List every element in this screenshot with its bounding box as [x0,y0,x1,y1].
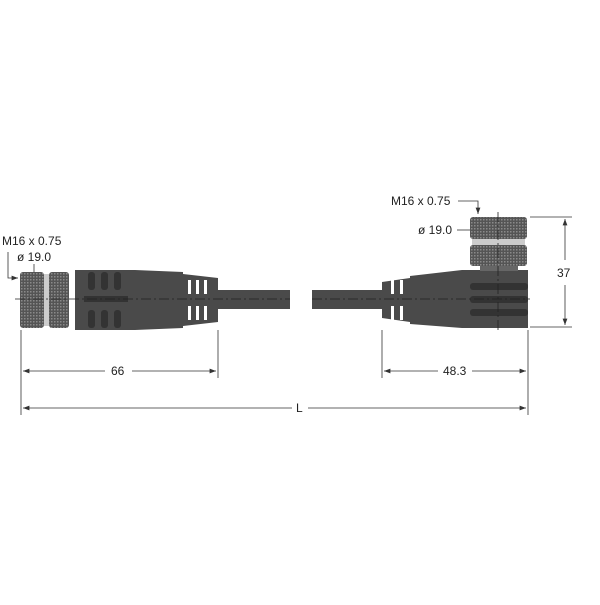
left-diameter-label: ø 19.0 [17,250,51,264]
dimension-lines [7,200,572,415]
right-diameter-label: ø 19.0 [418,223,452,237]
right-height-label: 37 [557,266,571,280]
angled-connector [312,212,530,332]
left-length-label: 66 [111,364,125,378]
straight-connector [15,270,290,330]
left-thread-label: M16 x 0.75 [2,234,62,248]
overall-length-label: L [296,401,303,415]
right-length-label: 48.3 [443,364,467,378]
right-thread-label: M16 x 0.75 [391,194,451,208]
